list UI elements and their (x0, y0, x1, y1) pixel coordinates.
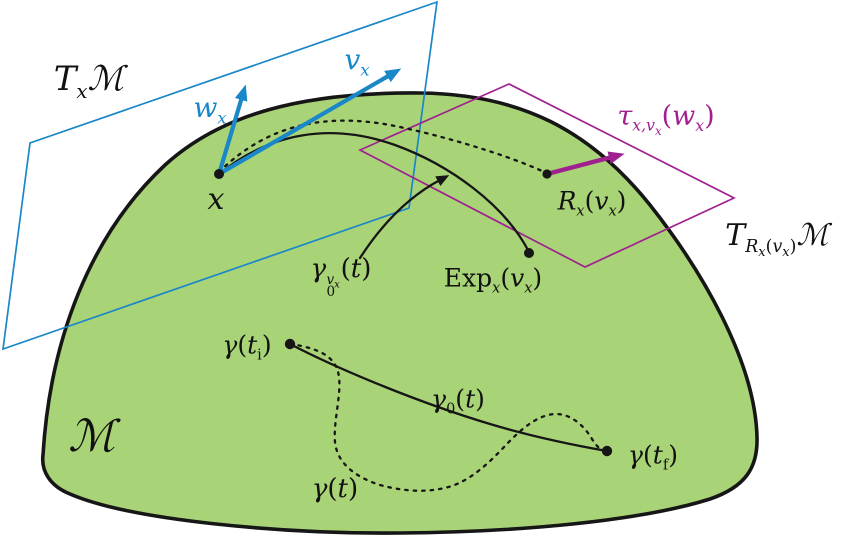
vector-w-x (216, 84, 248, 175)
perturbed-curve-gamma-dotted (288, 342, 609, 492)
label-manifold: ℳ (68, 411, 116, 462)
label-x: x (207, 182, 225, 217)
geodesic-label-arrow (358, 175, 450, 260)
tangent-plane-at-x (1, 0, 439, 351)
point-x (214, 169, 224, 179)
label-w-x: wx (193, 91, 227, 128)
point-rx-vx (542, 169, 552, 179)
retraction-curve-dotted (217, 119, 548, 175)
point-gamma-tf (601, 445, 613, 457)
label-tangent-space-rx: TRx(vx)ℳ (725, 217, 829, 261)
label-gamma-t-initial: γ(ti) (222, 330, 272, 364)
vector-v-x (217, 68, 402, 176)
manifold-surface (40, 91, 759, 535)
label-tangent-space-x: Txℳ (53, 59, 125, 103)
point-gamma-ti (284, 338, 296, 350)
label-tau-transport: τx,vx(wx) (617, 100, 715, 139)
label-v-x: vx (344, 43, 370, 80)
label-gamma0-curve: γ0(t) (431, 384, 485, 418)
point-exp-x-vx (524, 248, 534, 258)
label-gamma-t-curve: γ(t) (311, 474, 359, 504)
vector-tau-transported (546, 151, 625, 177)
label-gamma-t-final: γ(tf) (628, 440, 678, 474)
label-exponential-map: Expx(vx) (443, 263, 543, 297)
label-retraction-point: Rx(vx) (557, 186, 627, 220)
